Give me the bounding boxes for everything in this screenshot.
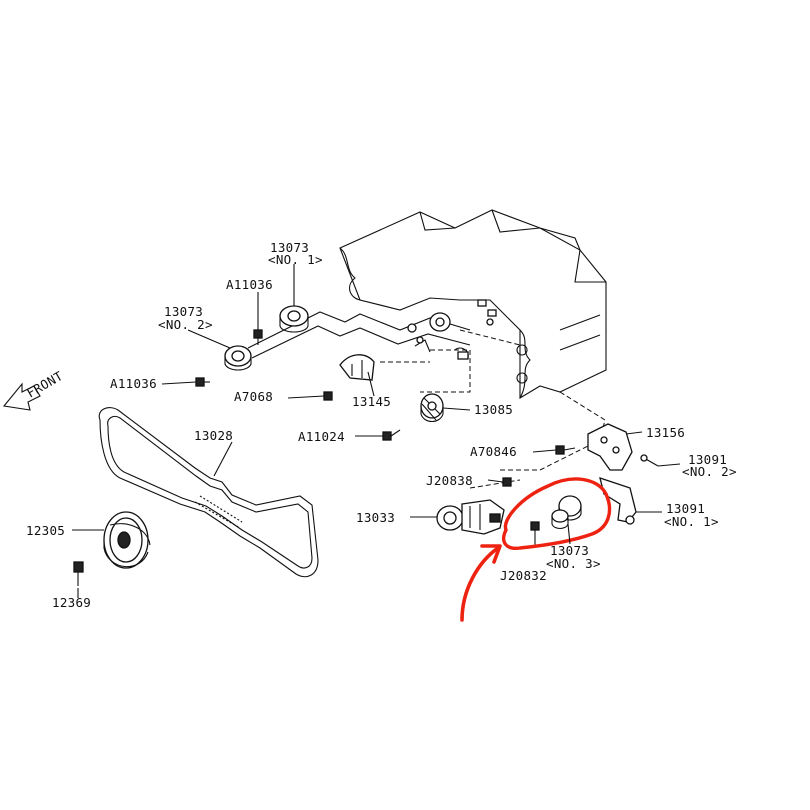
- highlight-arrow-head: [480, 544, 502, 564]
- part-labels: 13073 <NO. 1> A11036 13073 <NO. 2> A1103…: [26, 240, 737, 610]
- label-12305: 12305: [26, 523, 65, 538]
- label-13073-no3-sub: <NO. 3>: [546, 556, 601, 571]
- bracket-13145: [339, 354, 375, 381]
- label-13091-no1: 13091: [666, 501, 705, 516]
- bracket-13156: [587, 423, 633, 471]
- bolt-j20838: [502, 477, 512, 487]
- highlight-annotation: [460, 477, 612, 622]
- label-j20832: J20832: [500, 568, 547, 583]
- label-j20838: J20838: [426, 473, 473, 488]
- leader-lines: [72, 264, 681, 598]
- label-13073-no2: 13073: [164, 304, 203, 319]
- front-arrow-icon: [2, 382, 41, 411]
- pulley-13085: [420, 393, 444, 423]
- highlight-loop: [502, 477, 612, 550]
- bolt-a11024: [382, 429, 401, 441]
- belt-route-lines: [247, 311, 606, 489]
- label-13085: 13085: [474, 402, 513, 417]
- bolt-a70846: [555, 445, 576, 455]
- label-13028: 13028: [194, 428, 233, 443]
- label-13073-no1: 13073: [270, 240, 309, 255]
- idler-13073-no1: [279, 305, 309, 333]
- label-13073-no3: 13073: [550, 543, 589, 558]
- timing-belt-13028: [98, 407, 319, 578]
- label-a11036-top: A11036: [226, 277, 273, 292]
- label-13073-no2-sub: <NO. 2>: [158, 317, 213, 332]
- label-13033: 13033: [356, 510, 395, 525]
- bracket-13091-no1: [599, 477, 637, 525]
- label-13091-no1-sub: <NO. 1>: [664, 514, 719, 529]
- tensioner-13033: [436, 499, 505, 535]
- label-a70846: A70846: [470, 444, 517, 459]
- label-a11024: A11024: [298, 429, 345, 444]
- stud-13091-no2: [640, 454, 659, 467]
- label-13091-no2: 13091: [688, 452, 727, 467]
- idler-13073-no2: [224, 345, 252, 371]
- bolt-a11036-left: [195, 377, 210, 387]
- cam-hardware: [407, 299, 497, 360]
- bolt-a11036-top: [253, 329, 263, 345]
- engine-block: [339, 209, 607, 399]
- label-13073-no1-sub: <NO. 1>: [268, 252, 323, 267]
- label-a11036-left: A11036: [110, 376, 157, 391]
- crank-pulley-12305: [103, 511, 151, 569]
- label-13091-no2-sub: <NO. 2>: [682, 464, 737, 479]
- bolt-j20832: [530, 521, 540, 548]
- front-indicator: FRONT: [2, 368, 66, 411]
- label-a7068: A7068: [234, 389, 273, 404]
- label-13145: 13145: [352, 394, 391, 409]
- idler-13073-no3: [551, 495, 582, 530]
- highlight-arrow-shaft: [460, 546, 500, 622]
- label-12369: 12369: [52, 595, 91, 610]
- bolt-a7068: [323, 391, 333, 401]
- bolt-12369: [73, 561, 84, 586]
- label-13156: 13156: [646, 425, 685, 440]
- front-label: FRONT: [24, 368, 66, 401]
